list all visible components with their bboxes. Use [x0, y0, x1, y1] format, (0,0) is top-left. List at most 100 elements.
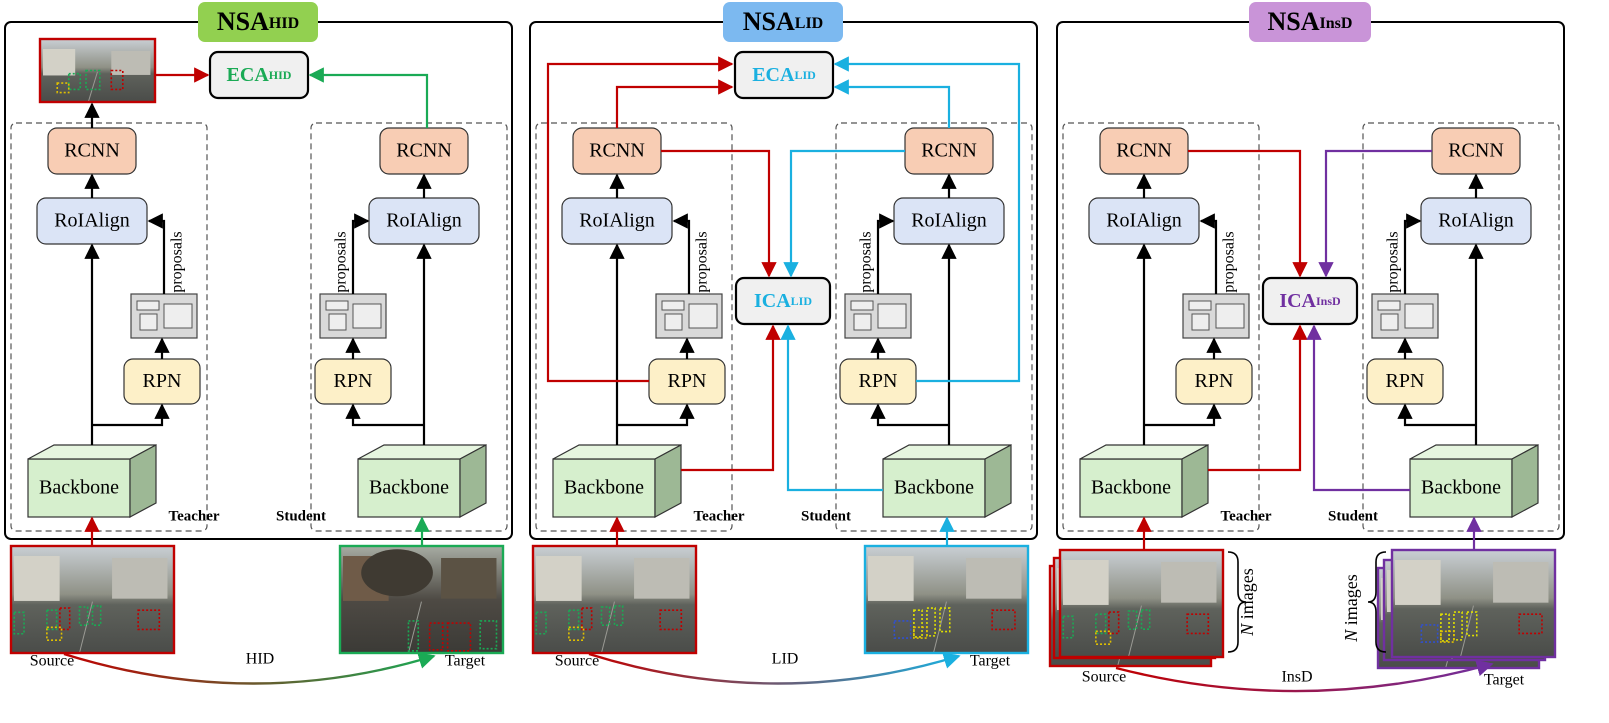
- panel-3-source-label: Source: [1082, 669, 1126, 686]
- panel-1-teacher-frame: [10, 122, 208, 532]
- panel-3-student-rcnn-label: RCNN: [1448, 140, 1504, 162]
- panel-1-source-image-detection-1: [46, 609, 58, 631]
- panel-1-source-image-detection-3: [78, 606, 89, 626]
- panel-2-source-image-detection-2: [581, 607, 593, 631]
- panel-1-student-rcnn-label: RCNN: [396, 140, 452, 162]
- panel-1-student-label: Student: [276, 508, 326, 524]
- panel-3-t-bb-ica: [1208, 324, 1308, 472]
- panel-3-teacher-roialign-label: RoIAlign: [1106, 210, 1182, 232]
- panel-3-target-image-detection-5: [1518, 613, 1543, 635]
- panel-1-source-image: [9, 544, 176, 655]
- panel-1-target-image: [338, 544, 505, 655]
- panel-2-t-prop-roi: [672, 213, 691, 294]
- panel-1-target-image-building-right: [441, 558, 497, 599]
- panel-2-ica-label-main: ICA: [754, 290, 791, 312]
- panel-3-teacher-backbone-label: Backbone: [1091, 477, 1171, 499]
- panel-3-teacher-proposals-icon-c: [1215, 303, 1245, 329]
- panel-3-source-image-detection-0: [1062, 615, 1074, 639]
- panel-1-student-frame: [310, 122, 508, 532]
- panel-2-transfer-label: LID: [772, 651, 799, 668]
- panel-2-teacher-frame: [535, 122, 733, 532]
- panel-3-target-label: Target: [1484, 672, 1525, 689]
- panel-3-target-brace: [1367, 551, 1387, 653]
- panel-3-student-proposals-icon-c: [1404, 303, 1434, 329]
- panel-2-teacher-proposals-icon-b: [664, 313, 683, 331]
- panel-2-ica-box: [734, 276, 832, 326]
- panel-3-target-n-images: N images: [1341, 574, 1361, 643]
- panel-3-target-image-building-right: [1493, 562, 1549, 603]
- panel-2-student-proposals-label: proposals: [858, 231, 875, 292]
- panel-1-student-proposals-icon-a: [325, 300, 349, 311]
- panel-1-eca-thumb-detection-3: [56, 82, 70, 94]
- panel-3-source-image-detection-2: [1108, 611, 1120, 635]
- panel-1-target-image-detection-2: [446, 622, 472, 652]
- panel-3-source-image-detection-5: [1095, 630, 1112, 645]
- panel-3-student-backbone: [1409, 458, 1513, 518]
- panel-1-eca-thumb-building-left: [43, 49, 76, 76]
- panel-3-teacher-rcnn-label: RCNN: [1116, 140, 1172, 162]
- panel-3-s-bb-rpn: [1397, 403, 1476, 427]
- panel-2-source-image-road-line: [600, 601, 615, 654]
- panel-3-target-image-detection-3: [1466, 611, 1478, 637]
- panel-3-transfer-arc: [1115, 659, 1494, 693]
- panel-1-teacher-proposals-icon-c: [163, 303, 193, 329]
- panel-1-source-image-detection-4: [91, 605, 102, 626]
- panel-1-student-roialign-label: RoIAlign: [386, 210, 462, 232]
- panel-3-student-proposals-label: proposals: [1385, 231, 1402, 292]
- panel-1-source-image-building-left: [14, 556, 60, 601]
- panel-2-teacher-rcnn-label: RCNN: [589, 140, 645, 162]
- panel-3-student-rpn-label: RPN: [1386, 370, 1425, 392]
- panel-2-title: NSALID: [743, 7, 823, 36]
- panel-2-source-image-border: [531, 544, 698, 655]
- panel-3-source-image-detection-1: [1095, 613, 1107, 635]
- panel-1-eca-thumb-detection-2: [110, 69, 124, 91]
- panel-1-title-sub: HID: [269, 15, 299, 32]
- panel-1-student-proposals-icon-c: [352, 303, 382, 329]
- panel-2-target-image: [863, 544, 1030, 655]
- panel-2-source-image-detection-5: [568, 626, 585, 641]
- panel-2-eca-box: [733, 50, 835, 100]
- panel-3-teacher-frame: [1062, 122, 1260, 532]
- panel-2-student-rcnn-label: RCNN: [921, 140, 977, 162]
- panel-3-transfer-label: InsD: [1281, 669, 1312, 686]
- panel-3-source-n-images-text: images: [1237, 568, 1257, 624]
- panel-1-title-main: NSA: [217, 7, 269, 36]
- panel-1-teacher-rcnn-label: RCNN: [64, 140, 120, 162]
- panel-2-source-image-detection-3: [600, 606, 611, 626]
- panel-3-target-n-images-text: images: [1341, 574, 1361, 630]
- panel-2-source-image-building-right: [634, 558, 690, 599]
- panel-1-title-badge: [198, 2, 318, 42]
- panel-1-source-label: Source: [30, 653, 74, 670]
- panel-3-source-image-detection-3: [1127, 610, 1138, 630]
- panel-2-target-image-building-left: [868, 556, 914, 601]
- panel-1-eca-box: [208, 50, 310, 100]
- panel-2-teacher-backbone-side: [654, 443, 682, 519]
- panel-3-title-main: NSA: [1268, 7, 1320, 36]
- panel-1-target-image-detection-0: [407, 620, 420, 652]
- panel-3-s-bb-ica: [1306, 324, 1410, 492]
- panel-2-source-image-detection-1: [568, 609, 580, 631]
- panel-2-source-image: [531, 544, 698, 655]
- panel-1-student-proposals-icon-b: [328, 313, 347, 331]
- panel-2-s-rcnn-eca: [833, 79, 951, 128]
- panel-1-t-bb-rpn: [92, 403, 170, 427]
- panel-2-source-image-detection-4: [613, 605, 624, 626]
- panel-2-target-image-detection-0: [893, 620, 912, 639]
- panel-1-target-label: Target: [445, 653, 486, 670]
- panel-1-target-image-road-line: [407, 601, 422, 654]
- panel-2-teacher-backbone-label: Backbone: [564, 477, 644, 499]
- panel-2-transfer-arc: [588, 652, 961, 685]
- panel-1-eca-thumb-building-right: [111, 51, 151, 75]
- panel-1-teacher-backbone-label: Backbone: [39, 477, 119, 499]
- panel-2-target-image-detection-1: [913, 609, 923, 638]
- panel-1-eca-label: ECAHID: [227, 64, 292, 86]
- panel-1-title: NSAHID: [217, 7, 299, 36]
- panel-1-eca-label-sub: HID: [269, 68, 292, 82]
- panel-1-eca-thumb-detection-0: [67, 72, 82, 91]
- panel-3-student-frame: [1362, 122, 1560, 532]
- panel-2-teacher-roialign-label: RoIAlign: [579, 210, 655, 232]
- panel-2-t-rpn-eca: [546, 56, 734, 383]
- panel-3-s-rcnn-ica: [1318, 149, 1432, 278]
- panel-2-t-rcnn-eca: [615, 79, 734, 128]
